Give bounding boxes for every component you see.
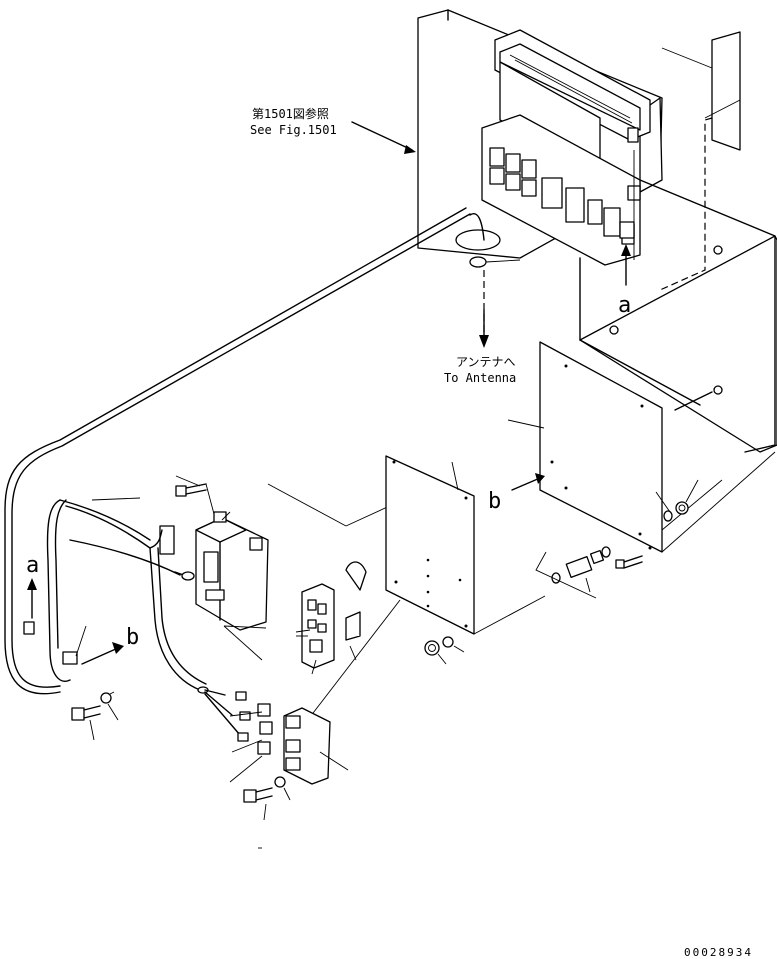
harness-connector [149,525,195,581]
antenna-label-jp: アンテナへ [456,355,516,369]
reference-label-jp: 第1501図参照 [252,106,329,121]
view-marker-b-mid: b [488,489,501,514]
reference-leader [351,121,413,151]
view-arrow-a-left [27,578,37,619]
nut-washer-right [655,479,699,522]
receiver-bolt [175,475,207,497]
antenna-label-en: To Antenna [444,371,516,385]
label-plate [659,31,741,291]
view-marker-a-top: a [618,293,631,318]
drawing-number: 00028934 [684,946,753,959]
mounting-plate [299,455,546,731]
spacer-bolt-assembly [535,546,643,599]
bolt-lower-center [243,776,291,849]
plate-b [507,341,776,553]
nut-washer-lower [424,636,465,665]
view-marker-b-left: b [126,625,139,650]
view-arrow-b [511,473,545,491]
bolt-lower-left [71,691,119,741]
transmitter-holder [345,561,367,661]
view-marker-a-left: a [26,553,39,578]
remote-transmitter [295,583,335,675]
controller-box [417,9,663,266]
grommet [455,229,521,348]
connector-group [229,703,349,785]
mounting-wall-panel [579,179,777,453]
view-arrow-b-left [81,642,124,665]
main-wire-harness [4,207,485,742]
receiver-unit [195,511,269,661]
reference-label-en: See Fig.1501 [250,123,337,137]
view-arrow-a-top [621,244,631,286]
